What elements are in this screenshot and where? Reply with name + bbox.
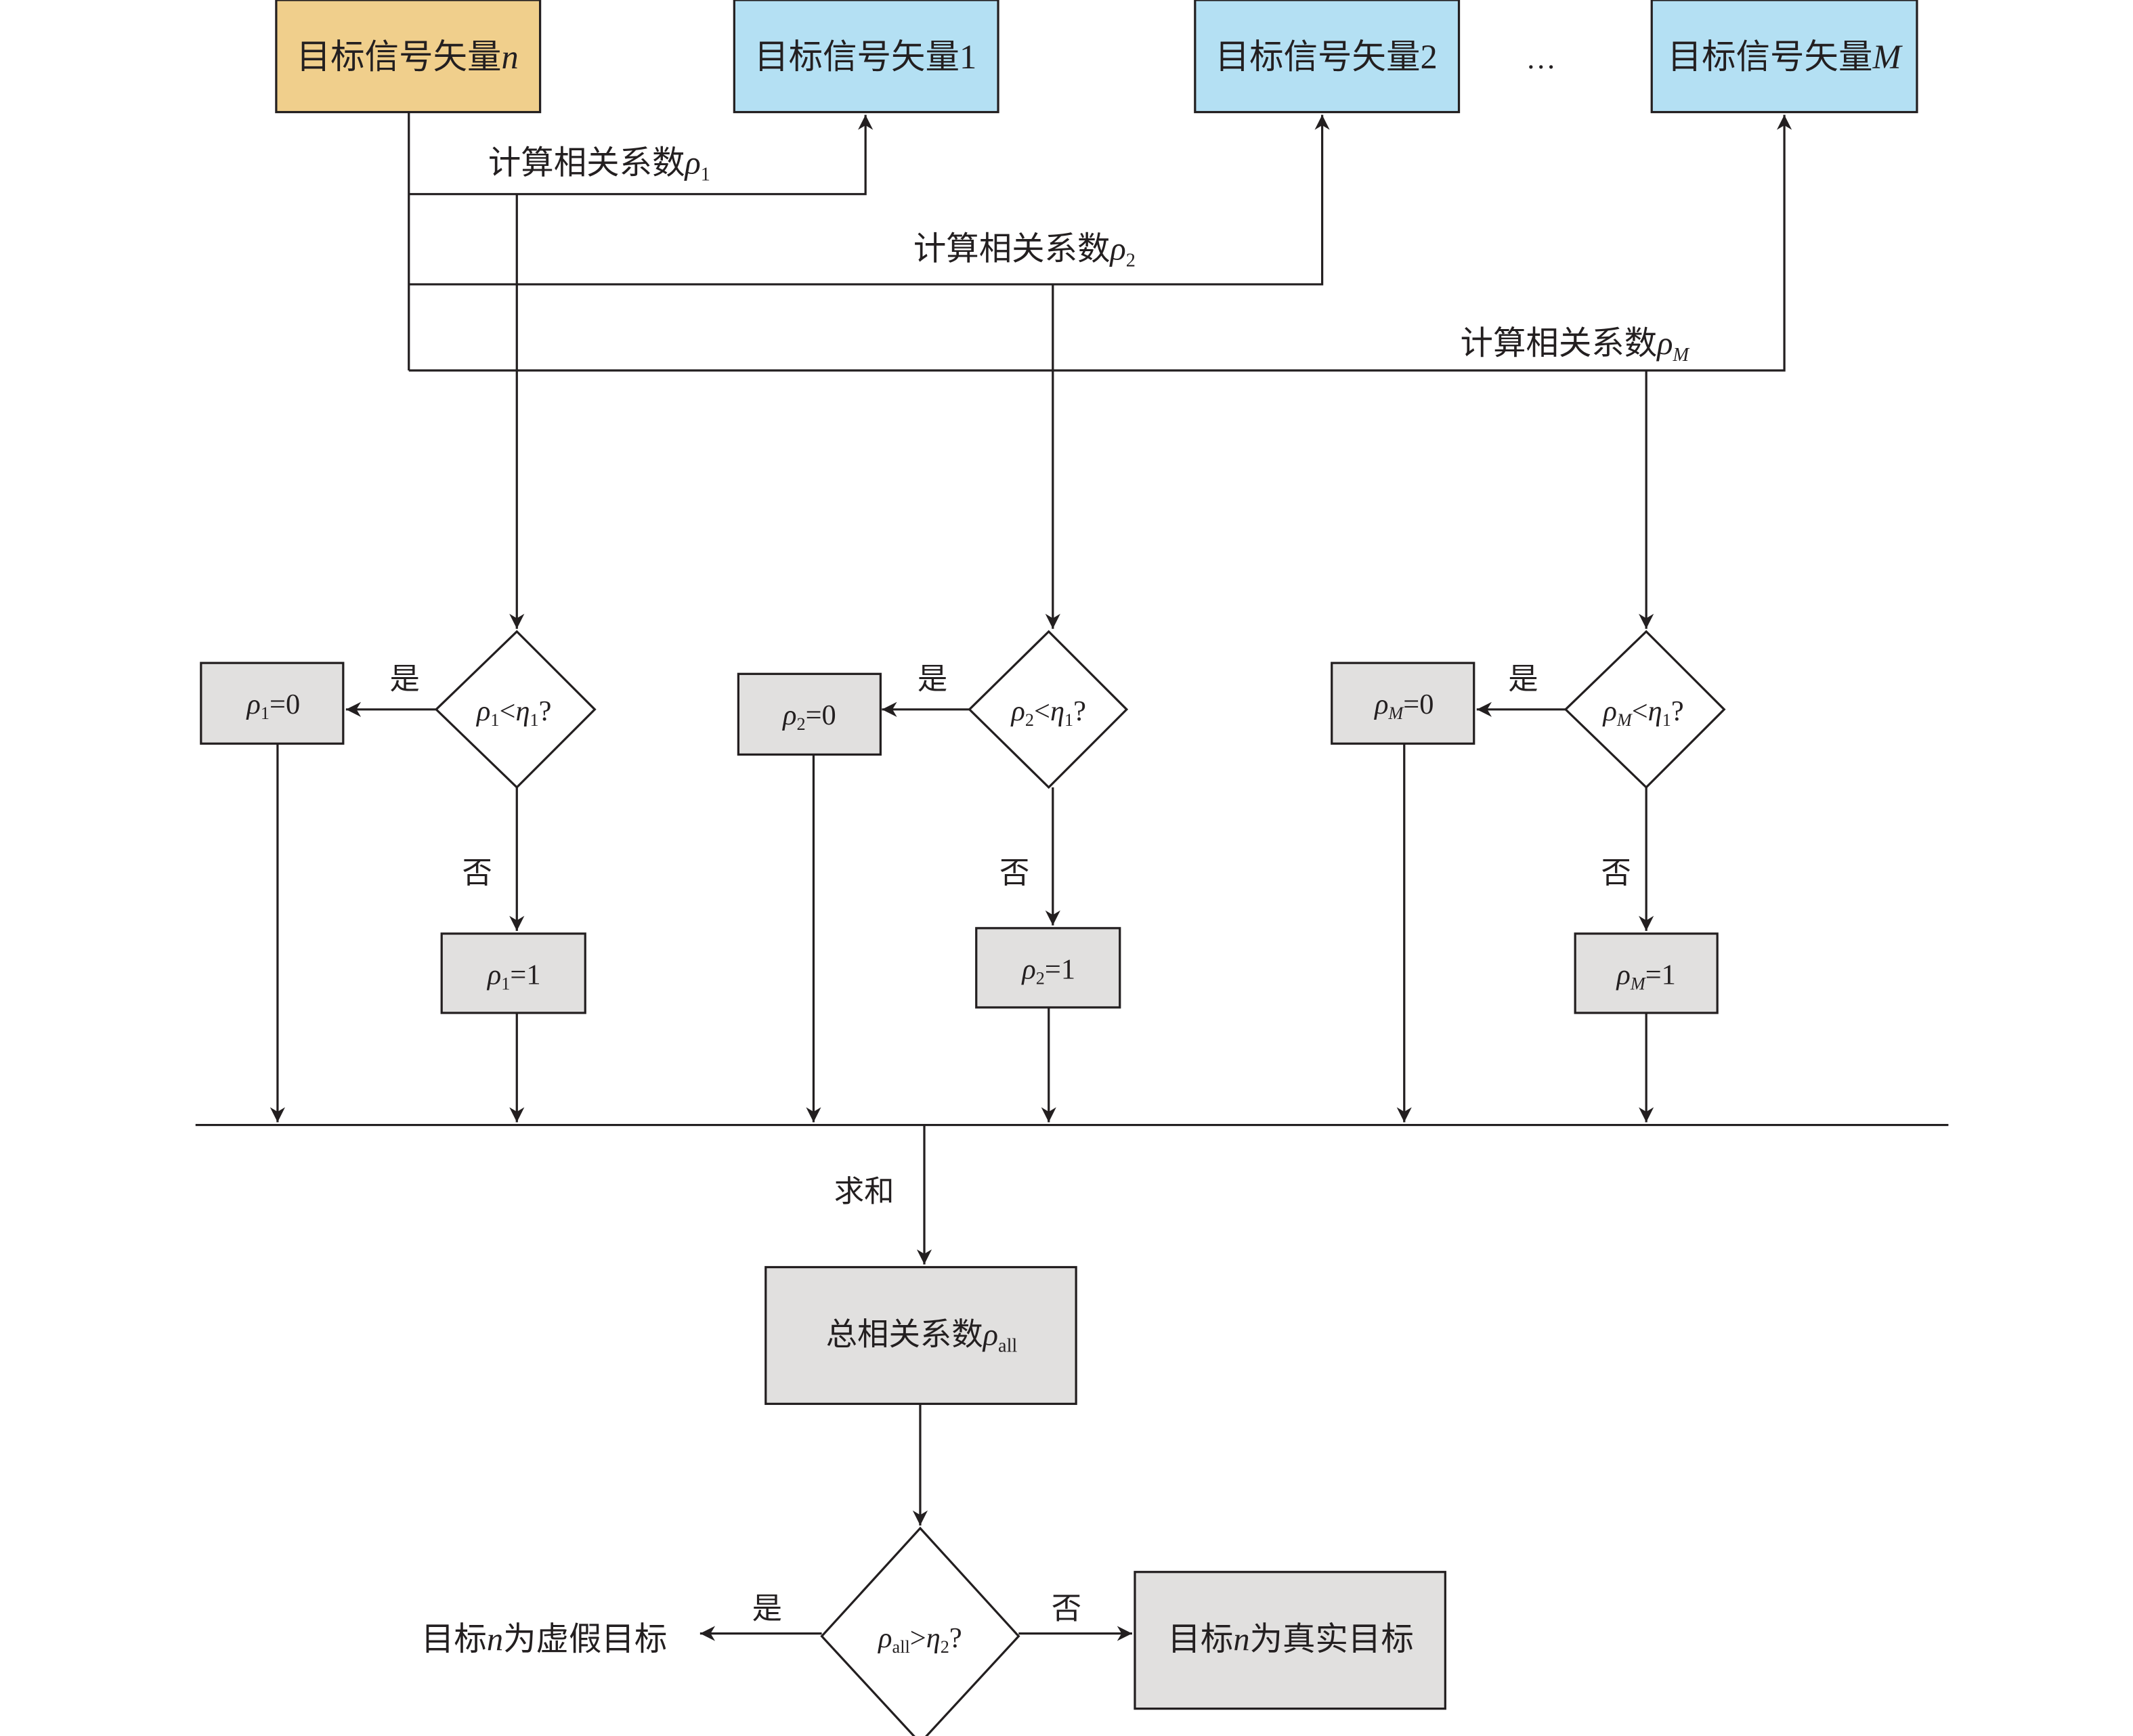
source-vector-label: 目标信号矢量n xyxy=(297,38,519,76)
set-zero-box xyxy=(1331,661,1475,745)
target-vector-box-m: 目标信号矢量M xyxy=(1650,0,1918,114)
target-vector-label: 目标信号矢量2 xyxy=(1215,38,1438,76)
branch-line-2 xyxy=(408,114,1330,286)
threshold-column-m: ρM<η1? 是 ρM=0 否 ρM=1 xyxy=(1331,630,1726,1123)
final-no-label: 否 xyxy=(1052,1591,1081,1625)
target-vector-rect xyxy=(1194,0,1461,114)
set-zero-label: ρ2=0 xyxy=(781,699,836,734)
branch-label-m: 计算相关系数ρM xyxy=(1461,326,1690,366)
total-correlation-label: 总相关系数ρall xyxy=(826,1318,1018,1357)
branch-label-1: 计算相关系数ρ1 xyxy=(488,145,710,185)
no-label: 否 xyxy=(999,856,1029,890)
true-target-rect xyxy=(1134,1571,1446,1710)
branch-label-2: 计算相关系数ρ2 xyxy=(913,232,1136,272)
threshold-decision-label: ρ1<η1? xyxy=(475,695,551,730)
total-correlation-box: 总相关系数ρall xyxy=(764,1265,1077,1406)
false-target-label: 目标n为虚假目标 xyxy=(421,1622,667,1657)
true-target-box: 目标n为真实目标 xyxy=(1134,1571,1446,1710)
threshold-decision-diamond xyxy=(968,630,1129,789)
threshold-column-1: ρ1<η1? 是 ρ1=0 否 ρ1=1 xyxy=(200,630,597,1123)
final-yes-label: 是 xyxy=(752,1591,782,1625)
set-zero-box xyxy=(200,661,345,745)
threshold-decision-label: ρM<η1? xyxy=(1602,695,1684,730)
branch-line-1 xyxy=(408,114,874,196)
final-decision-label: ρall>η2? xyxy=(877,1622,962,1657)
target-vector-label: 目标信号矢量M xyxy=(1668,38,1903,76)
threshold-decision-label: ρ2<η1? xyxy=(1010,695,1086,730)
target-vector-box-2: 目标信号矢量2 xyxy=(1194,0,1461,114)
threshold-column-2: ρ2<η1? 是 ρ2=0 否 ρ2=1 xyxy=(737,630,1129,1123)
set-one-label: ρ1=1 xyxy=(486,959,541,994)
final-decision-diamond xyxy=(820,1526,1020,1736)
set-one-label: ρ2=1 xyxy=(1020,954,1075,989)
target-vector-box-1: 目标信号矢量1 xyxy=(733,0,999,114)
sum-label: 求和 xyxy=(834,1175,895,1209)
set-one-label: ρM=1 xyxy=(1615,959,1675,994)
no-label: 否 xyxy=(1601,856,1631,890)
ellipsis: … xyxy=(1526,41,1555,75)
set-one-box xyxy=(440,932,586,1014)
true-target-label: 目标n为真实目标 xyxy=(1167,1622,1413,1657)
yes-label: 是 xyxy=(389,662,419,696)
final-decision: ρall>η2? xyxy=(820,1526,1020,1736)
branch-line-m xyxy=(408,114,1792,372)
target-vector-label: 目标信号矢量1 xyxy=(754,38,976,76)
total-correlation-rect xyxy=(764,1265,1077,1406)
yes-label: 是 xyxy=(918,662,947,696)
set-zero-label: ρM=0 xyxy=(1373,689,1434,723)
yes-label: 是 xyxy=(1508,662,1538,696)
set-zero-label: ρ1=0 xyxy=(246,689,301,723)
target-vector-rect xyxy=(1650,0,1918,114)
no-label: 否 xyxy=(462,856,492,890)
set-one-box xyxy=(975,927,1121,1009)
source-vector-box: 目标信号矢量n xyxy=(275,0,542,114)
target-vector-rect xyxy=(733,0,999,114)
set-zero-box xyxy=(737,672,882,756)
source-vector-rect xyxy=(275,0,542,114)
